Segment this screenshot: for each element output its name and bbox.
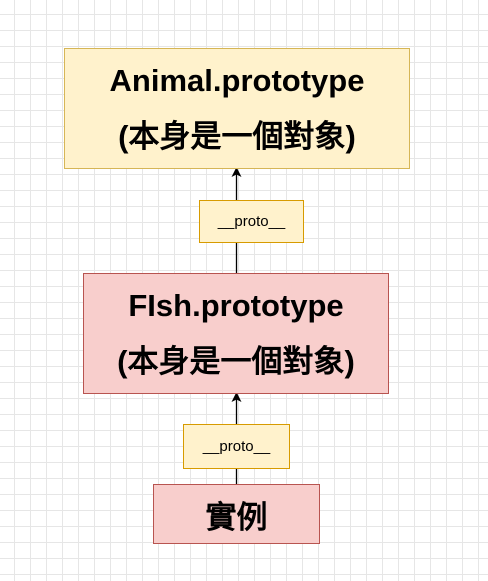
instance-title: 實例 [205,499,268,535]
fish-prototype-title: FIsh.prototype [128,287,344,323]
animal-prototype-subtitle: (本身是一個對象) [118,118,356,154]
proto-edge-label-upper[interactable]: __proto__ [199,200,304,243]
instance-node[interactable]: 實例 [153,484,320,544]
proto-edge-label-lower[interactable]: __proto__ [183,424,290,469]
animal-prototype-title: Animal.prototype [109,62,365,98]
fish-prototype-node[interactable]: FIsh.prototype (本身是一個對象) [83,273,389,394]
fish-prototype-subtitle: (本身是一個對象) [117,343,355,379]
animal-prototype-node[interactable]: Animal.prototype (本身是一個對象) [64,48,410,169]
